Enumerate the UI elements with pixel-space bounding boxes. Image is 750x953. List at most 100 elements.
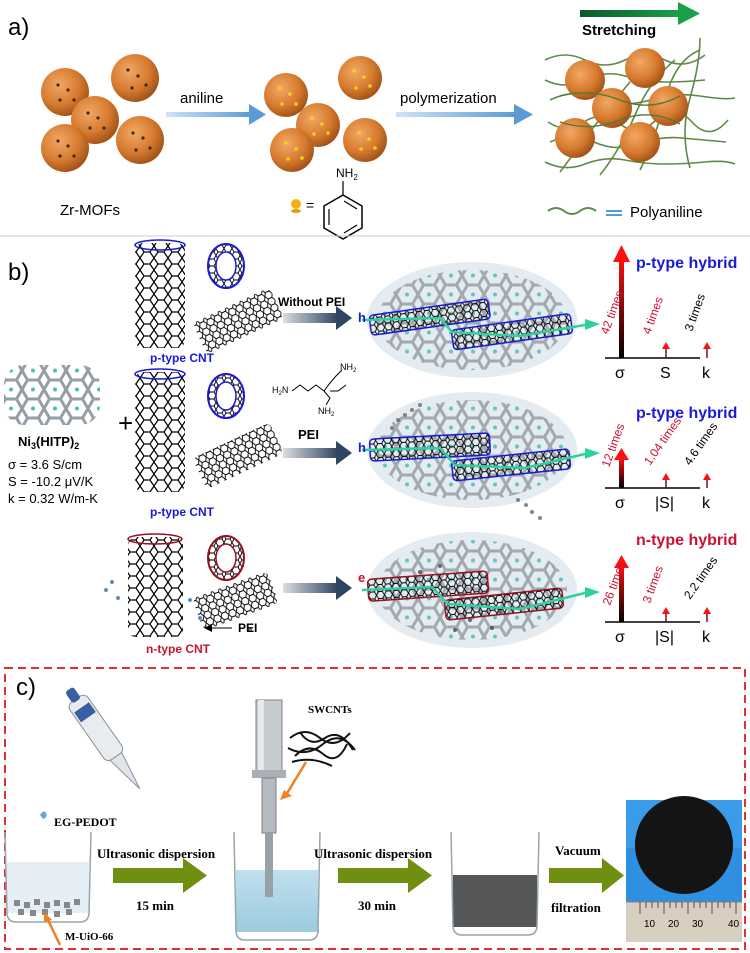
pei-nh2-bottom: NH2 — [318, 406, 335, 418]
n-type-cnt-label: n-type CNT — [146, 642, 211, 656]
stretching-label: Stretching — [582, 22, 656, 39]
swcnts-label: SWCNTs — [308, 704, 352, 716]
conductivity-prop: σ = 3.6 S/cm — [8, 457, 82, 472]
p-type-cnt-label-1: p-type CNT — [150, 351, 215, 365]
panel-c-dashed-border — [4, 667, 746, 950]
pipette-icon — [40, 687, 141, 819]
carrier-e-row3: e — [358, 570, 365, 585]
aniline-legend: = NH2 — [291, 166, 363, 240]
m-uio-66-label: M-UiO-66 — [65, 931, 114, 943]
factor-chart-row1: p-type hybrid 42 times 4 times 3 times σ… — [598, 245, 737, 382]
p-type-hybrid-title-2: p-type hybrid — [636, 405, 737, 422]
factor-k-row1: 3 times — [682, 292, 708, 333]
ruler-tick-40: 40 — [728, 919, 740, 930]
factor-s-row1: 4 times — [640, 295, 666, 336]
axis-sigma-row3: σ — [615, 629, 625, 646]
sigma-bar-row2 — [619, 458, 624, 488]
beaker-3 — [450, 831, 540, 936]
zr-mofs-label: Zr-MOFs — [60, 202, 120, 219]
pei-label-row3: PEI — [238, 621, 257, 635]
beaker-1 — [4, 831, 92, 923]
polyaniline-label: Polyaniline — [630, 204, 703, 221]
step1-time: 15 min — [136, 898, 175, 913]
panel-b-label: b) — [8, 259, 29, 286]
sonicator-probe-icon — [252, 699, 286, 897]
film-photo: 10 20 30 40 — [626, 796, 742, 942]
without-pei-label: Without PEI — [278, 295, 345, 309]
factor-s-row2: 1.04 times — [641, 414, 684, 467]
step1-label: Ultrasonic dispersion — [97, 846, 216, 861]
step3b-label: filtration — [551, 900, 602, 915]
axis-s-row3: |S| — [655, 629, 674, 646]
hybrid-row1 — [361, 262, 600, 378]
sigma-bar-row1 — [619, 258, 624, 358]
ruler-tick-10: 10 — [644, 919, 656, 930]
pei-nh2-top: NH2 — [340, 362, 357, 374]
ruler-tick-30: 30 — [692, 919, 704, 930]
thermal-cond-prop: k = 0.32 W/m-K — [8, 491, 98, 506]
step2-arrow — [338, 858, 432, 893]
sigma-bar-row3 — [619, 565, 624, 622]
hybrid-row2 — [361, 392, 600, 520]
step2-label: Ultrasonic dispersion — [314, 846, 433, 861]
ni3hitp2-sheet — [4, 365, 100, 425]
step1-arrow — [113, 858, 207, 893]
panel-a: a) Stretching Zr-MOFs — [8, 2, 736, 240]
factor-k-row3: 2.2 times — [681, 554, 720, 602]
arrow-row3 — [283, 576, 352, 600]
axis-k-row1: k — [702, 365, 711, 382]
polyaniline-mof-network — [544, 37, 736, 176]
panel-c-label: c) — [16, 674, 36, 701]
polymerization-arrow — [396, 104, 533, 125]
polyaniline-legend: Polyaniline — [547, 204, 703, 221]
p-type-cnt-row2 — [134, 368, 282, 492]
n-type-cnt-row3 — [104, 533, 278, 637]
axis-sigma-row1: σ — [615, 365, 625, 382]
arrow-row2 — [283, 441, 352, 465]
plus-sign: + — [118, 408, 133, 438]
factor-chart-row3: n-type hybrid 26 times 3 times 2.2 times… — [600, 532, 738, 646]
axis-k-row3: k — [702, 629, 711, 646]
axis-s-row1: S — [660, 365, 671, 382]
stretching-arrow — [580, 2, 700, 25]
benzene-ring-icon — [323, 194, 363, 240]
panel-a-label: a) — [8, 14, 29, 41]
p-type-cnt-label-2: p-type CNT — [150, 505, 215, 519]
aniline-arrow — [166, 104, 266, 125]
ruler-tick-20: 20 — [668, 919, 680, 930]
pei-molecule-icon — [291, 369, 347, 406]
step3-arrow — [549, 858, 624, 893]
hybrid-row3 — [361, 532, 600, 648]
p-type-cnt-row1 — [134, 239, 282, 353]
pei-arrow-label: PEI — [298, 427, 319, 442]
axis-sigma-row2: σ — [615, 495, 625, 512]
axis-s-row2: |S| — [655, 495, 674, 512]
factor-chart-row2: p-type hybrid 12 times 1.04 times 4.6 ti… — [599, 405, 738, 512]
p-type-hybrid-title-1: p-type hybrid — [636, 255, 737, 272]
factor-sigma-row3: 26 times — [600, 560, 629, 607]
nh2-label: NH2 — [336, 166, 358, 182]
aniline-legend-eq: = — [306, 197, 314, 213]
axis-k-row2: k — [702, 495, 711, 512]
beaker-2 — [233, 831, 321, 941]
factor-s-row3: 3 times — [640, 564, 666, 605]
panel-b: b) Ni3(HITP)2 σ = 3.6 S/cm S = -10.2 μV/… — [4, 239, 738, 656]
carrier-h-row1: h — [358, 310, 366, 325]
panel-c: c) EG-PEDOT M-UiO-66 — [4, 667, 746, 950]
arrow-row1 — [283, 306, 352, 330]
swcnt-bundle-icon — [287, 731, 356, 767]
carrier-h-row2: h — [358, 440, 366, 455]
zr-mof-cluster — [41, 54, 164, 172]
polymerization-label: polymerization — [400, 90, 497, 107]
step3-label: Vacuum — [555, 843, 601, 858]
ni3hitp2-formula: Ni3(HITP)2 — [18, 434, 79, 451]
eg-pedot-label: EG-PEDOT — [54, 815, 117, 829]
aniline-label: aniline — [180, 90, 223, 107]
factor-k-row2: 4.6 times — [681, 420, 720, 468]
pei-h2n: H2N — [272, 385, 288, 397]
aniline-loaded-mof-cluster — [264, 56, 387, 172]
step2-time: 30 min — [358, 898, 397, 913]
seebeck-prop: S = -10.2 μV/K — [8, 474, 94, 489]
n-type-hybrid-title: n-type hybrid — [636, 532, 737, 549]
